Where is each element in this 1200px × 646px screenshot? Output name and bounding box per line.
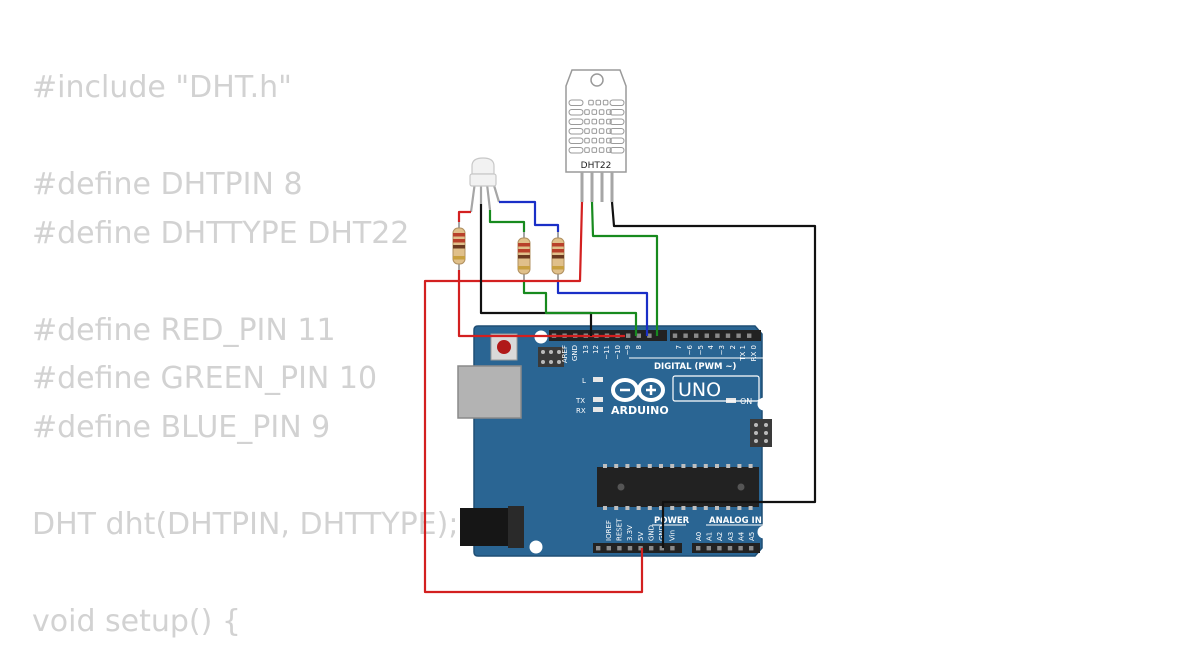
digital-pin-label: GND — [571, 345, 579, 361]
power-pin-label: 5V — [637, 532, 645, 541]
analog-pin-label: A3 — [727, 532, 735, 541]
header-pin — [738, 546, 742, 550]
header-pin — [596, 546, 600, 550]
digital-pin-label: ~9 — [624, 345, 632, 355]
header-pin — [637, 334, 641, 338]
uno-model: UNO — [678, 379, 721, 401]
power-pin-label: 3.3V — [626, 525, 634, 541]
header-pin — [607, 546, 611, 550]
header-pin — [726, 334, 730, 338]
tx-led-label: TX — [575, 397, 585, 405]
usb-port — [458, 366, 521, 418]
power-pin-label: IOREF — [605, 520, 613, 541]
digital-pin-label: AREF — [561, 345, 569, 363]
digital-pin-label: 2 — [729, 345, 737, 349]
power-jack — [460, 506, 524, 548]
header-pin — [715, 334, 719, 338]
resistor — [453, 222, 465, 270]
arduino-logo-text: ARDUINO — [611, 404, 669, 417]
power-header — [593, 543, 682, 553]
power-pin-label: Vin — [669, 530, 677, 541]
header-pin — [683, 334, 687, 338]
header-pin — [626, 334, 630, 338]
header-pin — [694, 334, 698, 338]
reset-button[interactable] — [491, 334, 517, 360]
digital-pin-label: RX 0 — [750, 345, 758, 361]
rx-led-label: RX — [576, 407, 586, 415]
resistor — [518, 232, 530, 282]
icsp2-header — [750, 419, 772, 447]
header-pin — [747, 334, 751, 338]
header-pin — [707, 546, 711, 550]
power-pin-label: GND — [647, 525, 655, 541]
header-pin — [673, 334, 677, 338]
header-pin — [696, 546, 700, 550]
digital-pin-label: TX 1 — [739, 345, 747, 362]
digital-pin-label: ~5 — [697, 345, 705, 355]
digital-pin-label: ~10 — [614, 345, 622, 360]
sensor-mounting-hole — [591, 74, 603, 86]
digital-pin-label: 7 — [675, 345, 683, 349]
header-pin — [705, 334, 709, 338]
power-pin-label: RESET — [616, 518, 624, 541]
header-pin — [628, 546, 632, 550]
digital-pin-label: 4 — [707, 344, 715, 349]
analog-pin-label: A0 — [695, 532, 703, 541]
rgb-led — [470, 158, 499, 212]
header-pin — [728, 546, 732, 550]
l-led-label: L — [582, 377, 586, 385]
header-pin — [617, 546, 621, 550]
analog-pin-label: A5 — [748, 532, 756, 541]
sensor-label: DHT22 — [581, 161, 612, 171]
mounting-hole — [758, 526, 771, 539]
wire-red-led — [459, 212, 471, 222]
analog-pin-label: A2 — [716, 532, 724, 541]
digital-pin-label: ~3 — [718, 345, 726, 355]
digital-label: DIGITAL (PWM ~) — [654, 362, 736, 372]
digital-pin-label: 13 — [582, 345, 590, 354]
analog-pin-label: A4 — [737, 531, 745, 541]
wire-blue-led — [499, 202, 558, 232]
digital-pin-label: ~6 — [686, 344, 694, 355]
header-pin — [749, 546, 753, 550]
resistor — [552, 232, 564, 282]
wire-green-led — [490, 210, 524, 232]
header-pin — [717, 546, 721, 550]
analog-pin-label: A1 — [706, 532, 714, 541]
sensor-legs — [582, 172, 612, 202]
resistors — [453, 222, 564, 282]
header-pin — [736, 334, 740, 338]
digital-pin-label: 12 — [592, 345, 600, 354]
digital-pin-label: ~11 — [603, 345, 611, 360]
digital-pin-label: 8 — [635, 345, 643, 349]
header-pin — [670, 546, 674, 550]
mounting-hole — [530, 541, 543, 554]
header-pin — [649, 546, 653, 550]
dht22-sensor: DHT22 — [566, 70, 626, 202]
